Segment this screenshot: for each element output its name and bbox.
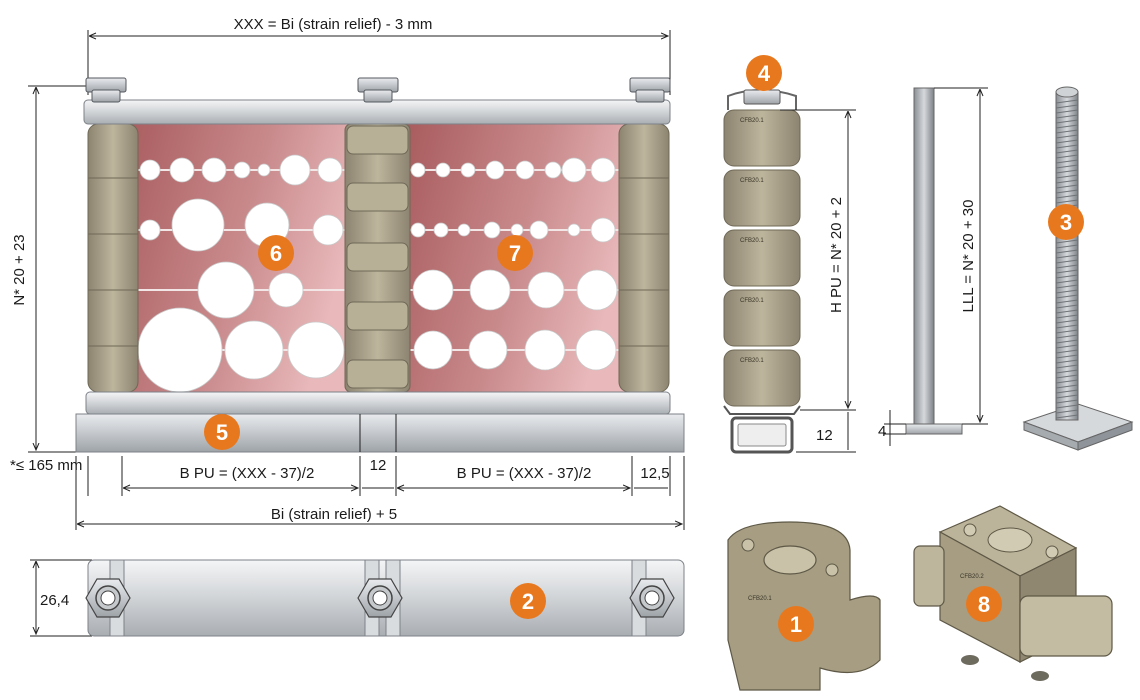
top-nuts — [85, 77, 671, 103]
insert-column-middle — [344, 123, 411, 393]
dim-gap-middle: 12 — [370, 457, 387, 474]
main-assembly: XXX = Bi (strain relief) - 3 mm N* 20 + … — [10, 16, 685, 530]
threaded-bolt — [1022, 86, 1134, 451]
badge-3: 3 — [1048, 204, 1084, 240]
svg-text:2: 2 — [522, 589, 534, 614]
dim-bar-height: 26,4 — [40, 592, 69, 609]
svg-text:CFB20.1: CFB20.1 — [740, 238, 764, 244]
svg-text:CFB20.1: CFB20.1 — [740, 178, 764, 184]
dim-bolt-base: 4 — [878, 423, 886, 440]
top-view-bar: 26,4 — [30, 559, 685, 637]
dim-bpu-left: B PU = (XXX - 37)/2 — [180, 465, 315, 482]
svg-text:8: 8 — [978, 592, 990, 617]
insert-part-1: CFB20.1 — [727, 521, 881, 691]
dim-left-height: N* 20 + 23 — [11, 234, 28, 305]
dim-total-width: Bi (strain relief) + 5 — [271, 506, 397, 523]
side-stack: CFB20.1 CFB20.1 CFB20.1 CFB20.1 CFB20.1 … — [723, 89, 856, 454]
insert-part-8: CFB20.2 — [913, 505, 1113, 681]
hex-nuts — [85, 578, 675, 618]
svg-text:5: 5 — [216, 420, 228, 445]
base-rail — [75, 413, 685, 453]
badge-4: 4 — [746, 55, 782, 91]
badge-6: 6 — [258, 235, 294, 271]
footnote: *≤ 165 mm — [10, 457, 82, 474]
badge-7: 7 — [497, 235, 533, 271]
badge-8: 8 — [966, 586, 1002, 622]
badge-1: 1 — [778, 606, 814, 642]
svg-text:CFB20.2: CFB20.2 — [960, 574, 984, 580]
cable-holes-left — [137, 154, 345, 393]
insert-column-left — [87, 123, 139, 393]
svg-text:4: 4 — [758, 61, 771, 86]
svg-text:1: 1 — [790, 612, 802, 637]
svg-text:7: 7 — [509, 241, 521, 266]
top-bar — [83, 99, 671, 125]
thin-bolt: LLL = N* 20 + 30 4 — [878, 87, 988, 446]
cable-holes-right — [410, 157, 618, 371]
dim-h-pu: H PU = N* 20 + 2 — [828, 197, 845, 313]
dim-gap-right: 12,5 — [640, 465, 669, 482]
badge-2: 2 — [510, 583, 546, 619]
dim-top-width: XXX = Bi (strain relief) - 3 mm — [234, 16, 433, 33]
dim-lll: LLL = N* 20 + 30 — [960, 200, 977, 313]
svg-text:3: 3 — [1060, 210, 1072, 235]
bottom-bar — [85, 391, 671, 415]
dim-bpu-right: B PU = (XXX - 37)/2 — [457, 465, 592, 482]
svg-text:6: 6 — [270, 241, 282, 266]
svg-text:CFB20.1: CFB20.1 — [740, 358, 764, 364]
badge-5: 5 — [204, 414, 240, 450]
dim-h-base: 12 — [816, 427, 833, 444]
badges: 1 2 3 4 5 6 7 8 — [204, 55, 1084, 642]
svg-text:CFB20.1: CFB20.1 — [740, 298, 764, 304]
insert-column-right — [618, 123, 670, 393]
svg-text:CFB20.1: CFB20.1 — [740, 118, 764, 124]
svg-text:CFB20.1: CFB20.1 — [748, 596, 772, 602]
